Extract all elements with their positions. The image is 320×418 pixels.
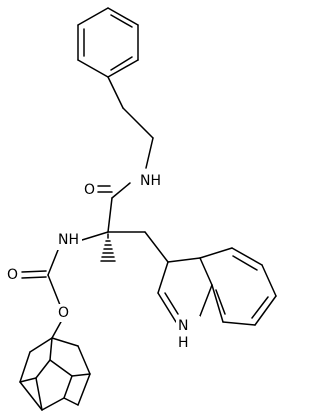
methyl-wedge xyxy=(100,233,116,262)
indole-benzene-ring xyxy=(199,247,277,326)
carbamate-group xyxy=(21,231,109,339)
amide-nh-label: NH xyxy=(140,173,161,189)
carbamate-nh-label: NH xyxy=(58,232,79,248)
phenyl-ring xyxy=(77,7,139,78)
indole-pyrrole-ring xyxy=(157,257,213,323)
atom-labels: NH O NH O O N H xyxy=(5,171,200,351)
carbamate-ester-oxygen-label: O xyxy=(58,305,69,321)
indole-methylene xyxy=(107,231,169,263)
chemical-structure: NH O NH O O N H xyxy=(5,7,277,411)
amide-group xyxy=(97,182,131,233)
amide-oxygen-label: O xyxy=(84,182,95,198)
carbamate-carbonyl-oxygen-label: O xyxy=(7,267,18,283)
adamantyl-cage xyxy=(19,337,91,411)
indole-hydrogen-label: H xyxy=(178,335,189,351)
indole-nitrogen-label: N xyxy=(178,318,188,334)
ethyl-linker xyxy=(107,76,154,169)
